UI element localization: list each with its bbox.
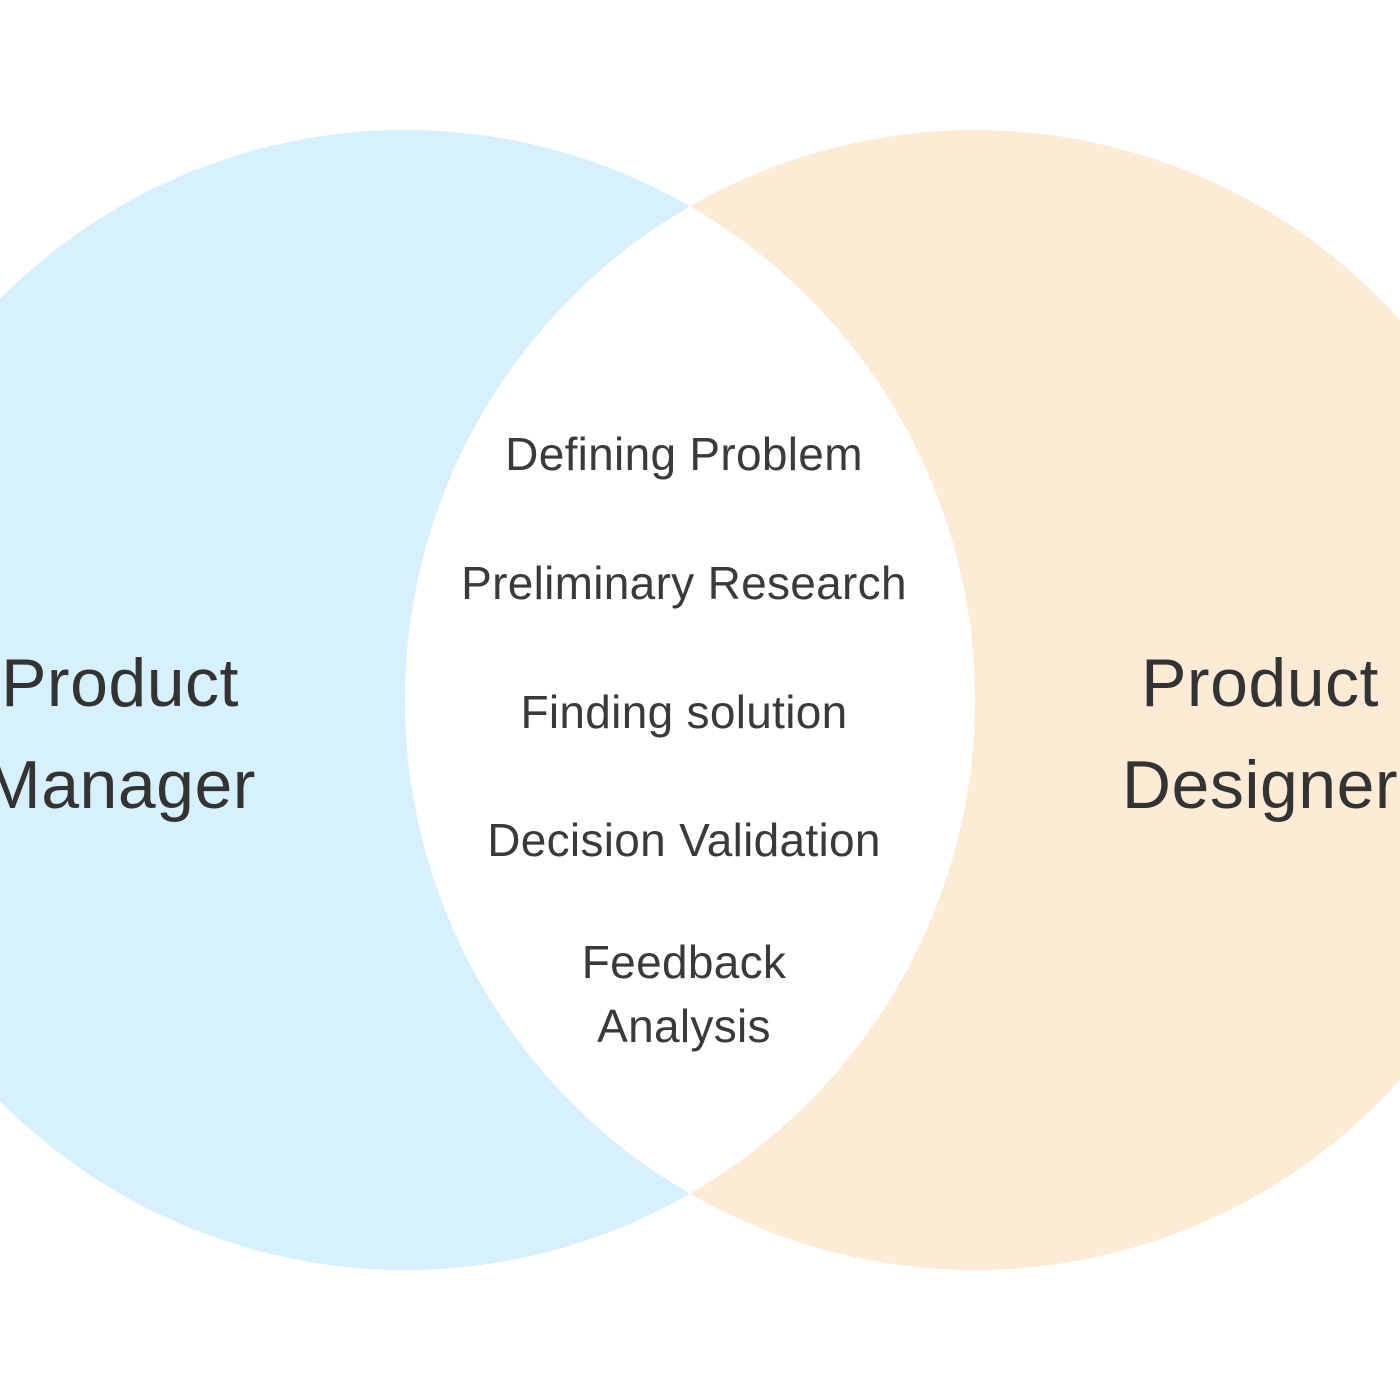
product-designer-label: Product Designer <box>1000 632 1400 836</box>
shared-item-line1: Defining Problem <box>505 428 863 480</box>
shared-item: Decision Validation <box>384 808 984 872</box>
shared-item-line1: Feedback <box>581 936 787 988</box>
product-manager-label-line1: Product <box>1 645 239 721</box>
shared-item-line2: Analysis <box>597 1000 771 1052</box>
product-manager-label: Product Manager <box>0 632 380 836</box>
shared-item-line1: Decision Validation <box>487 814 881 866</box>
shared-responsibilities: Defining Problem Preliminary Research Fi… <box>384 0 984 1400</box>
product-designer-label-line1: Product <box>1141 645 1379 721</box>
overlap-region <box>405 130 975 1270</box>
shared-item: Finding solution <box>384 680 984 744</box>
product-designer-label-line2: Designer <box>1121 747 1399 823</box>
shared-item: Feedback Analysis <box>384 930 984 1058</box>
product-manager-label-line2: Manager <box>0 747 256 823</box>
shared-item: Preliminary Research <box>384 551 984 615</box>
shared-item: Defining Problem <box>384 422 984 486</box>
shared-item-line1: Finding solution <box>520 686 848 738</box>
shared-item-line1: Preliminary Research <box>461 557 907 609</box>
